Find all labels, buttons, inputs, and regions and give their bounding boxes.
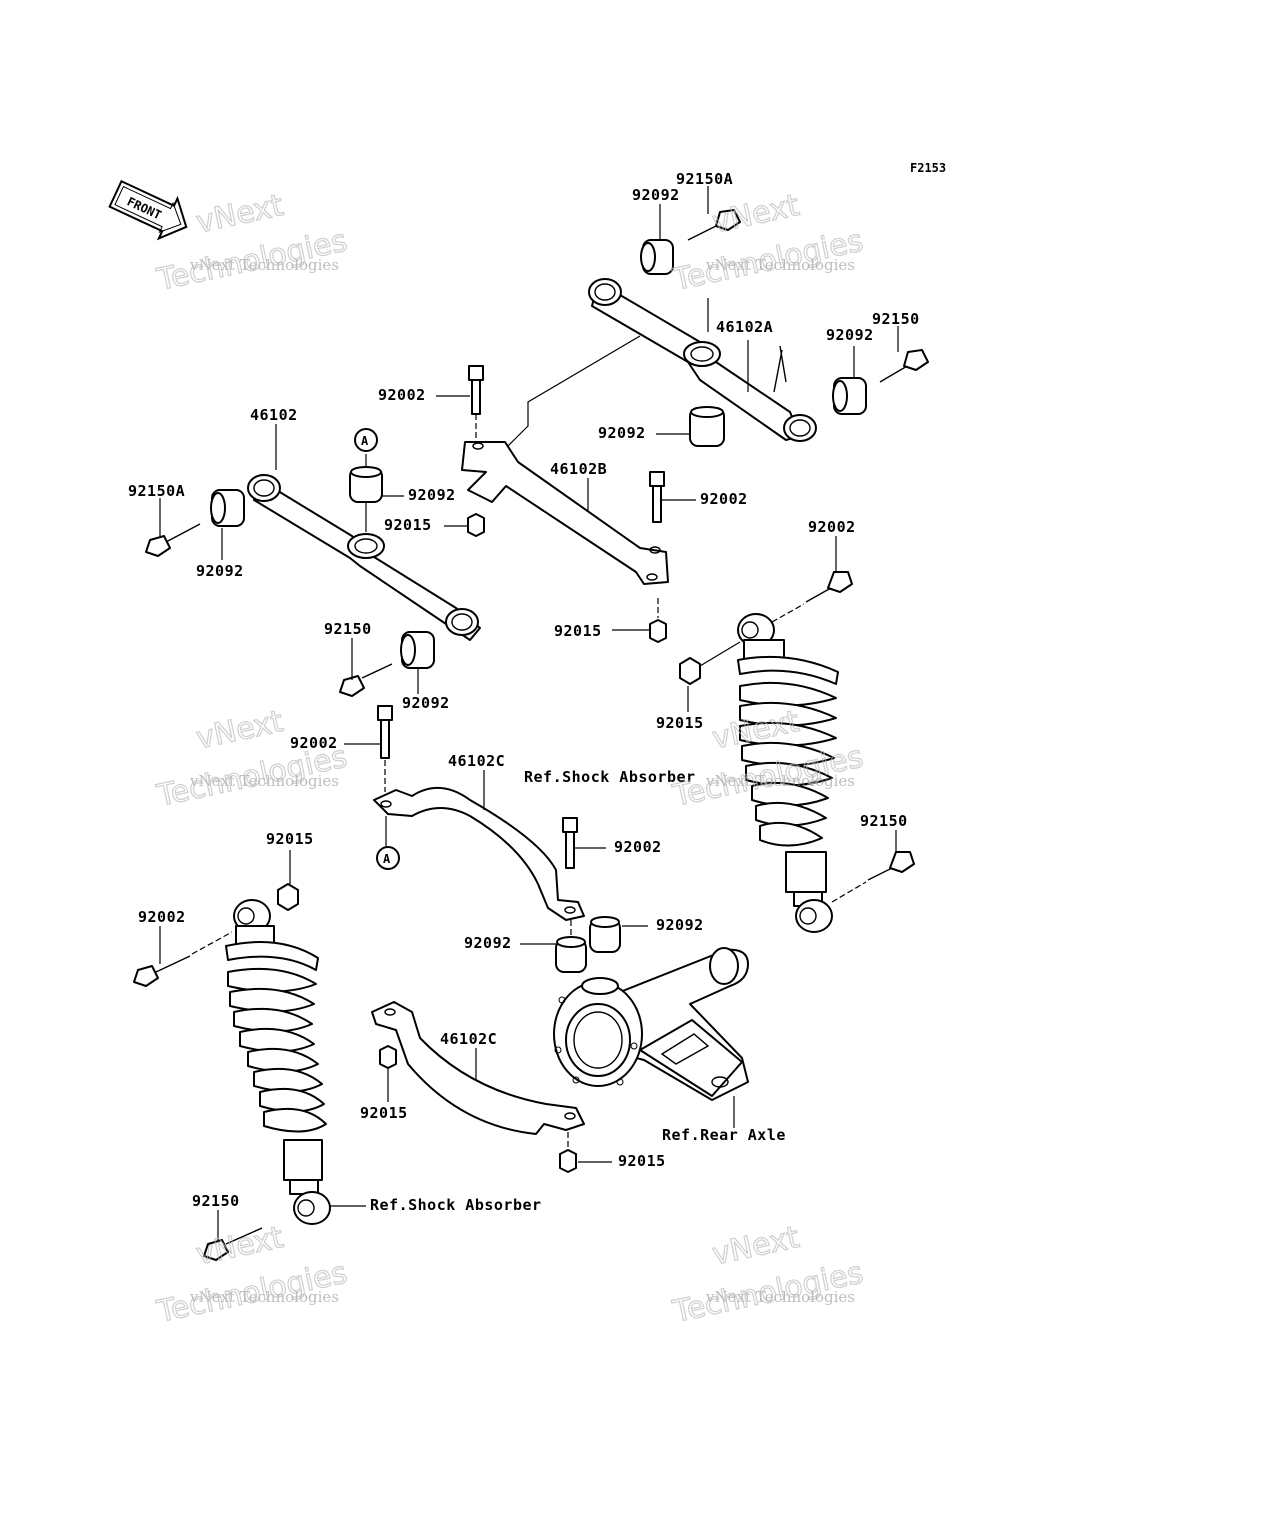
bolt-92002-f (133, 931, 233, 987)
label-ref-rear-axle: Ref.Rear Axle (662, 1126, 786, 1144)
label-92150-b: 92150 (324, 620, 372, 638)
callout-a-top: A (354, 428, 378, 452)
svg-text:vNext Technologies: vNext Technologies (705, 256, 855, 274)
label-92015-e: 92015 (360, 1104, 408, 1122)
stabilizer-46102C-a (373, 786, 585, 921)
watermark-6: vNext vNext Technologies Technologies (669, 1219, 867, 1331)
bushing-92092-top (640, 239, 674, 275)
svg-text:Technologies: Technologies (153, 1256, 350, 1331)
label-92150A-left: 92150A (128, 482, 185, 500)
bolt-92002-e (562, 817, 578, 869)
part-labels: 92150A 92092 46102A 92150 92092 92092 92… (128, 170, 920, 1214)
bolt-92150-d (203, 1227, 263, 1261)
nut-92015-d (277, 883, 299, 911)
bushing-92092-c (400, 631, 435, 669)
bolt-92002-d (377, 705, 393, 792)
label-46102B: 46102B (550, 460, 607, 478)
upper-arm-46102A (588, 278, 817, 442)
bushing-92092-b (349, 454, 383, 532)
label-92015-a: 92015 (384, 516, 432, 534)
label-46102: 46102 (250, 406, 298, 424)
label-46102A: 46102A (716, 318, 773, 336)
bolt-92150A-top (687, 209, 741, 241)
label-92092-b: 92092 (408, 486, 456, 504)
svg-text:vNext Technologies: vNext Technologies (705, 772, 855, 790)
svg-text:Technologies: Technologies (153, 740, 350, 815)
rear-axle-housing (553, 947, 749, 1101)
label-92092-left: 92092 (196, 562, 244, 580)
svg-text:vNext: vNext (709, 188, 802, 241)
label-92002-d: 92002 (290, 734, 338, 752)
watermark-2: vNext vNext Technologies Technologies (669, 187, 867, 298)
nut-92015-e (379, 1045, 397, 1069)
stabilizer-46102C-b (371, 1001, 585, 1135)
front-arrow-icon: FRONT (108, 179, 188, 241)
watermark-3: vNext vNext Technologies Technologies (153, 703, 351, 815)
label-92150-c: 92150 (860, 812, 908, 830)
label-92002-b: 92002 (700, 490, 748, 508)
label-92092-right: 92092 (826, 326, 874, 344)
label-92150-right: 92150 (872, 310, 920, 328)
svg-text:vNext: vNext (193, 704, 286, 757)
bushing-92092-d (589, 916, 621, 953)
bushing-92092-right (832, 377, 867, 415)
bushing-92092-left (210, 489, 245, 527)
watermark-5: vNext vNext Technologies Technologies (153, 1219, 351, 1331)
nut-92015-c (679, 641, 741, 685)
label-92015-b: 92015 (554, 622, 602, 640)
shock-absorber-right (737, 613, 839, 933)
shock-absorber-left (225, 899, 331, 1225)
svg-text:Technologies: Technologies (669, 1256, 866, 1331)
nut-92015-b (649, 598, 667, 643)
label-92002-a: 92002 (378, 386, 426, 404)
bolt-92002-a (468, 365, 484, 440)
label-92150A-top: 92150A (676, 170, 733, 188)
svg-text:A: A (383, 852, 391, 866)
nut-92015-a (467, 513, 485, 537)
bushing-92092-mid (689, 406, 725, 447)
label-92092-c: 92092 (402, 694, 450, 712)
svg-text:vNext: vNext (709, 1220, 802, 1273)
svg-text:vNext Technologies: vNext Technologies (189, 772, 339, 790)
watermark-1: vNext vNext Technologies Technologies (153, 187, 351, 299)
label-ref-shock-2: Ref.Shock Absorber (370, 1196, 542, 1214)
svg-text:vNext Technologies: vNext Technologies (705, 1288, 855, 1306)
label-92092-d: 92092 (656, 916, 704, 934)
label-ref-shock-1: Ref.Shock Absorber (524, 768, 696, 786)
label-46102C-a: 46102C (448, 752, 505, 770)
bolt-92002-c (771, 571, 853, 623)
lower-arm-46102 (247, 474, 481, 641)
bolt-92150-right (879, 349, 929, 383)
bushing-92092-e (555, 920, 587, 973)
bracket-46102B (461, 335, 669, 585)
svg-text:vNext: vNext (193, 188, 286, 241)
svg-text:Technologies: Technologies (153, 224, 350, 299)
bolt-92150-b (339, 663, 393, 697)
figure-code: F2153 (910, 161, 946, 175)
label-92015-d: 92015 (266, 830, 314, 848)
label-92150-d: 92150 (192, 1192, 240, 1210)
leader-lines (159, 186, 899, 1240)
label-46102C-b: 46102C (440, 1030, 497, 1048)
label-92015-c: 92015 (656, 714, 704, 732)
label-92002-c: 92002 (808, 518, 856, 536)
svg-text:A: A (361, 434, 369, 448)
label-92015-f: 92015 (618, 1152, 666, 1170)
svg-text:vNext Technologies: vNext Technologies (189, 1288, 339, 1306)
nut-92015-f (559, 1132, 577, 1173)
label-92092-e: 92092 (464, 934, 512, 952)
svg-text:vNext: vNext (193, 1220, 286, 1273)
label-92092-top: 92092 (632, 186, 680, 204)
label-92092-mid: 92092 (598, 424, 646, 442)
label-92002-e: 92002 (614, 838, 662, 856)
bolt-92150A-left (145, 523, 201, 557)
label-92002-f: 92002 (138, 908, 186, 926)
bolt-92002-b (649, 471, 665, 523)
callout-a-bottom: A (376, 846, 400, 870)
svg-text:vNext Technologies: vNext Technologies (189, 256, 339, 274)
bolt-92150-c (831, 851, 915, 903)
